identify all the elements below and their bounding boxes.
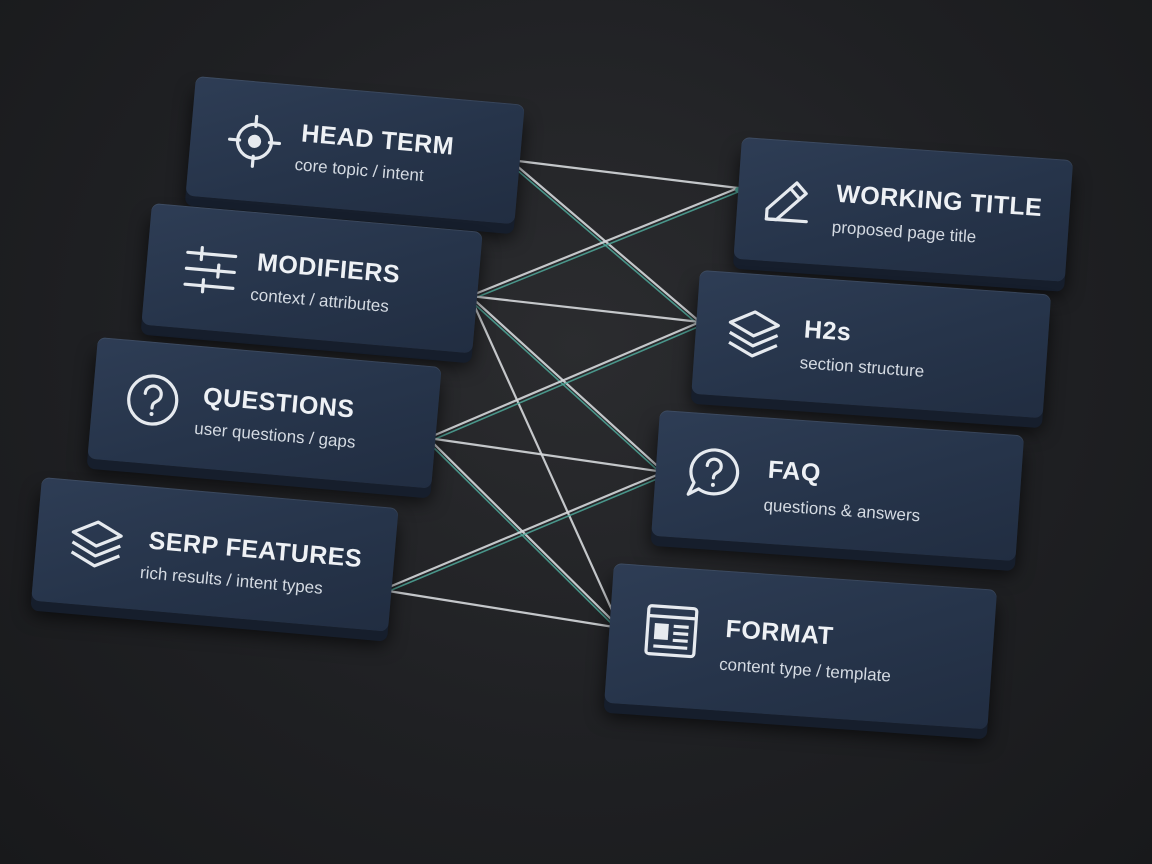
connection-wire	[509, 163, 701, 327]
node-subtitle: core topic / intent	[293, 154, 425, 186]
connection-wire	[468, 294, 622, 630]
connection-wire	[380, 588, 622, 630]
node-subtitle: questions & answers	[762, 495, 921, 526]
connection-wire	[469, 299, 665, 477]
node-modifiers: MODIFIERS context / attributes	[141, 203, 483, 354]
node-title: FAQ	[767, 455, 822, 488]
node-faq: FAQ questions & answers	[651, 410, 1025, 562]
node-subtitle: proposed page title	[831, 217, 977, 247]
node-format: FORMAT content type / template	[604, 563, 998, 730]
node-subtitle: content type / template	[718, 654, 892, 686]
crosshair-icon	[224, 111, 285, 172]
node-title: QUESTIONS	[202, 382, 356, 424]
stack-icon	[724, 304, 784, 364]
layers-icon	[66, 514, 127, 575]
connection-wire	[468, 294, 702, 324]
connection-wire	[426, 436, 622, 630]
node-title: FORMAT	[724, 614, 835, 651]
node-serp-features: SERP FEATURES rich results / intent type…	[31, 477, 399, 632]
question-bubble-icon	[684, 444, 744, 504]
connection-wire	[508, 158, 740, 190]
connection-wire	[426, 436, 666, 474]
connection-wire	[468, 294, 666, 474]
sliders-icon	[180, 240, 241, 301]
node-title: WORKING TITLE	[835, 179, 1044, 223]
node-subtitle: section structure	[799, 353, 925, 381]
layout-template-icon	[641, 601, 701, 661]
node-title: MODIFIERS	[256, 248, 402, 289]
node-title: HEAD TERM	[300, 119, 456, 161]
connection-wire	[508, 158, 702, 324]
node-working-title: WORKING TITLE proposed page title	[733, 137, 1074, 282]
connection-wire	[427, 441, 621, 633]
node-subtitle: user questions / gaps	[193, 418, 357, 452]
pencil-icon	[758, 170, 818, 230]
node-head-term: HEAD TERM core topic / intent	[185, 76, 525, 225]
node-subtitle: context / attributes	[249, 284, 390, 316]
node-questions: QUESTIONS user questions / gaps	[87, 337, 442, 489]
node-h2s: H2s section structure	[691, 270, 1052, 419]
question-circle-icon	[122, 370, 183, 431]
node-title: H2s	[803, 315, 853, 347]
